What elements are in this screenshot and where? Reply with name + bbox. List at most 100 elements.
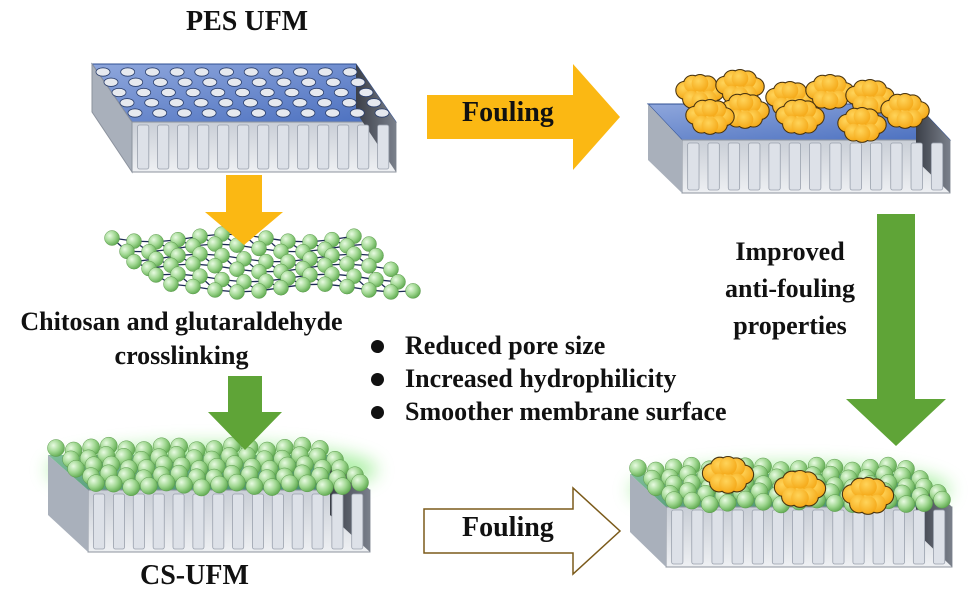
chitosan-sphere — [149, 267, 164, 282]
chitosan-sphere — [68, 460, 85, 477]
membrane-pore-channel — [732, 510, 743, 564]
fouled-pes-membrane — [648, 70, 950, 193]
chitosan-sphere — [299, 475, 316, 492]
membrane-pore-channel — [789, 143, 800, 190]
chitosan-sphere — [252, 241, 267, 256]
membrane-pore — [121, 68, 135, 76]
foulant-fill — [822, 92, 839, 109]
chitosan-sphere — [88, 475, 105, 492]
membrane-pore — [194, 99, 208, 107]
membrane-pore — [326, 109, 340, 117]
membrane-pore — [104, 78, 118, 86]
foulant-fill — [737, 94, 754, 111]
membrane-pore — [268, 99, 282, 107]
chitosan-sphere — [683, 492, 700, 509]
membrane-pore-channel — [312, 494, 323, 549]
membrane-pore — [252, 109, 266, 117]
chitosan-sphere — [123, 479, 140, 496]
membrane-pore — [170, 68, 184, 76]
improved-line1: Improved — [690, 233, 890, 270]
benefits-list: Reduced pore size Increased hydrophilici… — [371, 329, 727, 428]
membrane-pore — [367, 99, 381, 107]
membrane-pore-channel — [913, 510, 924, 564]
chitosan-sphere — [274, 280, 289, 295]
pes-ufm-membrane — [92, 64, 396, 172]
membrane-pore-channel — [332, 494, 343, 549]
chitosan-sphere — [264, 479, 281, 496]
membrane-pore-channel — [911, 143, 922, 190]
foulant-fill — [719, 457, 737, 475]
bullet-icon — [371, 406, 384, 419]
membrane-pore — [220, 68, 234, 76]
foulant-fill — [854, 108, 871, 125]
benefit-text: Reduced pore size — [405, 331, 605, 360]
membrane-pore — [96, 68, 110, 76]
membrane-pore-channel — [873, 510, 884, 564]
membrane-pore — [128, 109, 142, 117]
membrane-pore-channel — [138, 125, 149, 169]
chitosan-sphere — [140, 477, 157, 494]
foulant-fill — [862, 80, 879, 97]
chitosan-sphere — [246, 478, 263, 495]
foulant-fill — [859, 478, 877, 496]
foulant-fill — [732, 70, 749, 87]
membrane-pore — [351, 78, 365, 86]
benefit-text: Increased hydrophilicity — [405, 364, 676, 393]
membrane-pore — [236, 88, 250, 96]
membrane-pore — [310, 88, 324, 96]
membrane-pore — [186, 88, 200, 96]
chitosan-sphere — [211, 476, 228, 493]
membrane-pore — [343, 68, 357, 76]
membrane-pore-channel — [692, 510, 703, 564]
membrane-pore — [318, 99, 332, 107]
membrane-pore — [112, 88, 126, 96]
chitosan-sphere — [127, 254, 142, 269]
foulant-fill — [792, 100, 809, 117]
membrane-pore-channel — [830, 143, 841, 190]
membrane-pore — [169, 99, 183, 107]
foulant-fill — [702, 117, 719, 134]
membrane-pore — [195, 68, 209, 76]
membrane-pore-channel — [752, 510, 763, 564]
membrane-pore — [252, 78, 266, 86]
membrane-pore-channel — [891, 143, 902, 190]
membrane-pore — [350, 109, 364, 117]
chitosan-network — [105, 227, 421, 300]
chitosan-sphere — [230, 284, 245, 299]
foulant-fill — [692, 75, 709, 92]
fouling-label-bottom: Fouling — [462, 512, 554, 544]
membrane-pore-channel — [252, 494, 263, 549]
pes-ufm-label: PES UFM — [186, 6, 308, 38]
membrane-pore-channel — [708, 143, 719, 190]
membrane-pore-channel — [850, 143, 861, 190]
chitosan-sphere — [826, 495, 843, 512]
membrane-pore-channel — [272, 494, 283, 549]
chitosan-sphere — [176, 476, 193, 493]
membrane-pore — [137, 88, 151, 96]
membrane-pore-channel — [258, 125, 269, 169]
chitosan-sphere — [340, 279, 355, 294]
membrane-pore-channel — [813, 510, 824, 564]
membrane-pore-channel — [338, 125, 349, 169]
membrane-pore — [293, 99, 307, 107]
membrane-pore-channel — [113, 494, 124, 549]
membrane-pore — [334, 88, 348, 96]
chitosan-sphere — [158, 474, 175, 491]
chitosan-sphere — [193, 479, 210, 496]
membrane-pore-channel — [153, 494, 164, 549]
crosslink-arrow-green — [208, 376, 282, 450]
membrane-pore-channel — [749, 143, 760, 190]
membrane-pore-channel — [712, 510, 723, 564]
membrane-pore-channel — [318, 125, 329, 169]
bullet-icon — [371, 340, 384, 353]
crosslinking-label: Chitosan and glutaraldehyde crosslinking — [4, 305, 359, 373]
benefit-item: Smoother membrane surface — [371, 395, 727, 428]
membrane-pore-channel — [833, 510, 844, 564]
membrane-pore-channel — [178, 125, 189, 169]
chitosan-sphere — [334, 478, 351, 495]
chitosan-sphere — [48, 440, 65, 457]
membrane-pore-channel — [218, 125, 229, 169]
foulant-fill — [737, 111, 754, 128]
cs-ufm-label: CS-UFM — [140, 560, 249, 592]
membrane-pore-channel — [672, 510, 683, 564]
